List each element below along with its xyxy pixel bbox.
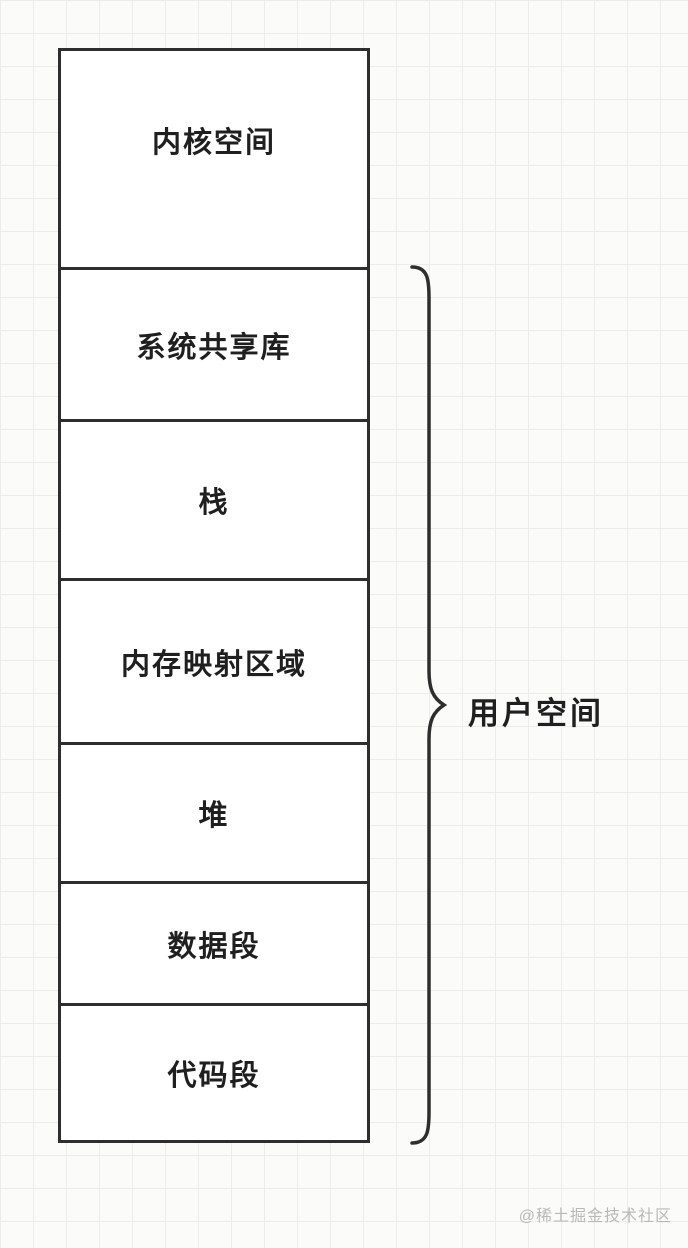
memory-box-kernel-space: 内核空间: [58, 48, 370, 270]
box-label: 内核空间: [151, 127, 276, 159]
memory-box-stack-segment: 栈: [58, 419, 370, 581]
curly-brace-icon: [410, 265, 448, 1145]
box-label: 堆: [198, 800, 230, 832]
user-space-label: 用户空间: [468, 696, 604, 731]
memory-box-memory-mapped-region: 内存映射区域: [58, 578, 370, 745]
box-label: 数据段: [167, 930, 261, 963]
memory-box-code-segment: 代码段: [58, 1003, 370, 1143]
box-label: 栈: [198, 487, 230, 519]
box-label: 系统共享库: [136, 331, 292, 364]
box-label: 代码段: [167, 1060, 261, 1092]
watermark: @稀土掘金技术社区: [518, 1208, 672, 1225]
memory-layout-stack: 内核空间 系统共享库 栈 内存映射区域 堆 数据段 代码段: [58, 48, 370, 1143]
memory-box-heap: 堆: [58, 742, 370, 884]
memory-box-data-segment: 数据段: [58, 881, 370, 1006]
memory-box-shared-libraries: 系统共享库: [58, 267, 370, 422]
box-label: 内存映射区域: [120, 648, 307, 681]
